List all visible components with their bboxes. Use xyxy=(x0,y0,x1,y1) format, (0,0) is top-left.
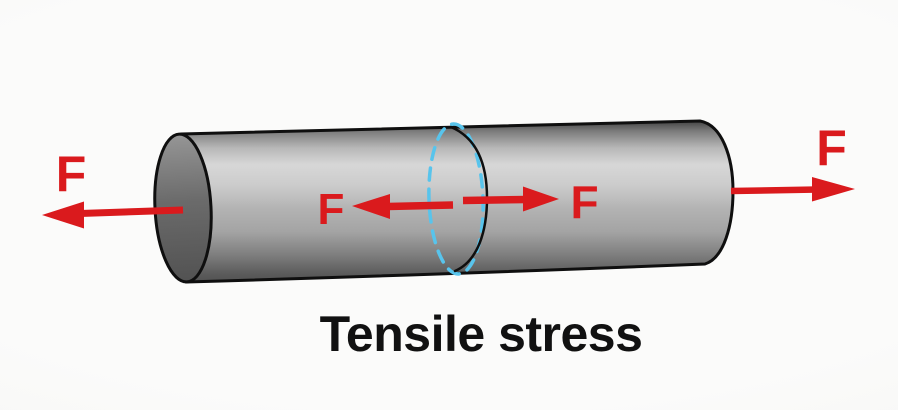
diagram-title: Tensile stress xyxy=(320,306,643,362)
force-arrow-inner-right-shaft xyxy=(462,195,528,205)
force-arrow-outer-left-head xyxy=(42,201,84,229)
force-arrow-inner-left-shaft xyxy=(387,201,454,211)
force-arrow-inner-right xyxy=(462,186,559,212)
force-label-inner-right: F xyxy=(570,176,598,228)
force-arrow-outer-left-shaft xyxy=(79,206,184,217)
force-label-inner-left: F xyxy=(318,185,345,234)
force-arrow-outer-right-head xyxy=(812,177,855,202)
force-arrow-outer-right xyxy=(730,177,855,202)
force-arrow-inner-left xyxy=(352,194,454,219)
force-arrow-outer-left xyxy=(42,201,184,229)
force-label-outer-right: F xyxy=(816,120,847,176)
force-arrow-inner-right-head xyxy=(523,186,559,212)
force-arrow-inner-left-head xyxy=(352,194,390,219)
rod-body xyxy=(179,119,735,284)
force-label-outer-left: F xyxy=(56,146,87,202)
force-arrow-outer-right-shaft xyxy=(730,186,819,195)
